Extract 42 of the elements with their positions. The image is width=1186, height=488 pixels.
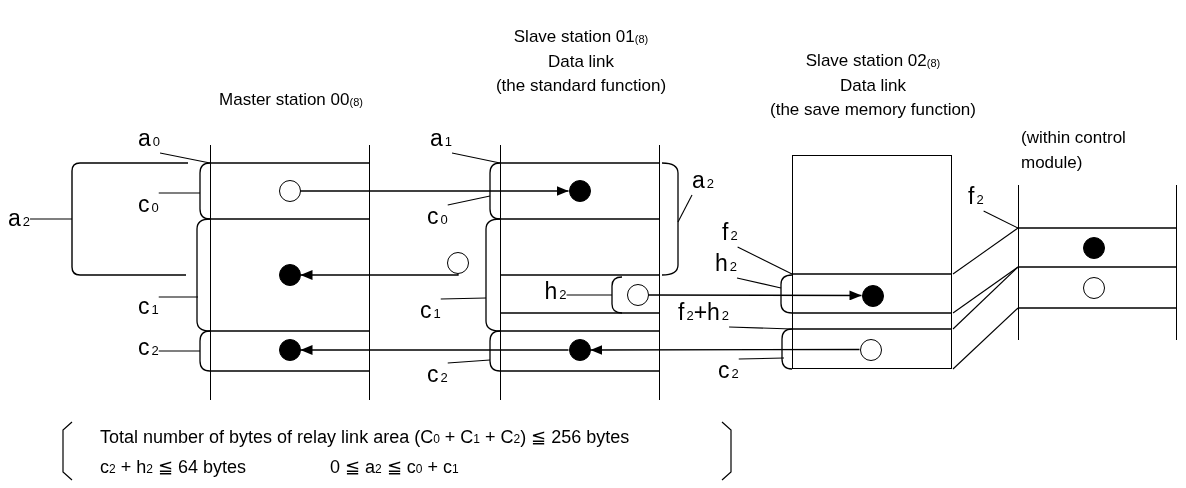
data-dot [568,339,591,361]
station-heading: (the standard function) [494,75,668,97]
mapping-line [952,266,1019,314]
leader-line [158,192,201,194]
data-dot [568,180,591,202]
leader-line [158,296,199,298]
leader-line [29,218,73,220]
arrow [647,290,863,301]
mapping-line [952,307,1019,370]
leader-line [451,152,501,164]
arrow [299,345,570,355]
leader-line [737,246,793,275]
mapping-line [952,227,1019,275]
leader-line [983,210,1019,229]
data-dot [447,252,469,274]
data-dot [859,338,882,361]
data-dot [1082,237,1105,259]
station-heading: (the save memory function) [769,99,977,121]
arrow [299,270,459,280]
arrow [299,186,570,196]
data-dot [1082,277,1105,299]
data-dot [278,180,301,202]
leader-line [158,350,201,352]
station-heading: Data link [546,50,616,73]
data-dot [278,339,301,361]
leader-line [566,294,613,296]
leader-line [738,357,785,360]
leader-line [677,194,693,223]
bracket [71,162,189,276]
data-dot [278,264,301,286]
leader-line [447,195,491,206]
arrow [589,344,861,355]
leader-line [159,152,211,164]
data-dot [626,284,649,306]
station-heading: (within control module) [1021,127,1127,174]
data-dot [861,284,884,307]
leader-line [728,326,793,330]
leader-line [440,297,487,300]
leader-line [447,359,491,364]
station-heading: Data link [838,74,908,97]
mapping-line [952,266,1019,330]
leader-line [736,277,782,289]
